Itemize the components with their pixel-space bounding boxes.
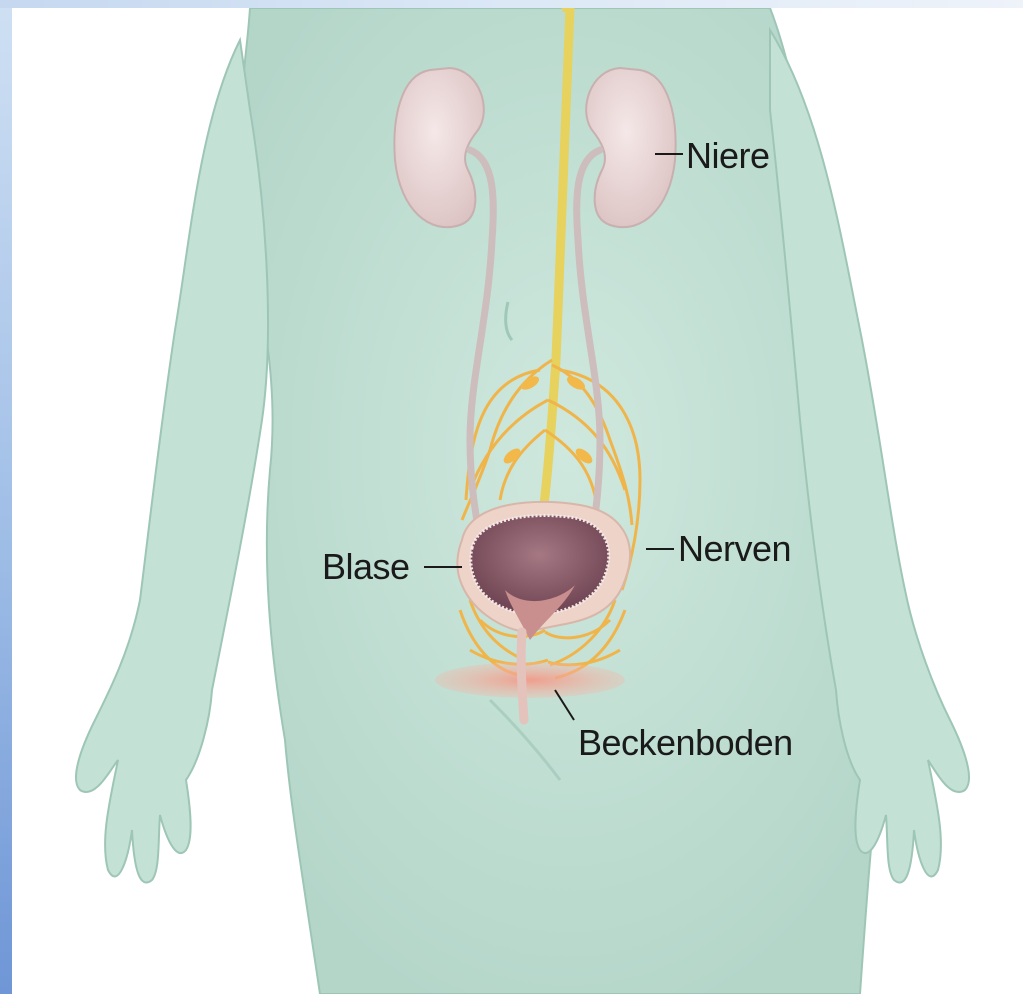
label-bladder: Blase <box>322 549 410 585</box>
left-frame-bar <box>0 0 12 994</box>
label-kidney: Niere <box>686 138 770 174</box>
bladder-lumen <box>471 516 609 615</box>
label-nerves: Nerven <box>678 531 791 567</box>
top-frame-bar <box>0 0 1023 8</box>
body-diagram-svg <box>12 8 1023 994</box>
anatomy-illustration <box>12 8 1023 994</box>
pelvic-floor <box>435 662 625 698</box>
label-pelvic-floor: Beckenboden <box>578 725 793 761</box>
urethra <box>521 632 524 720</box>
left-arm <box>76 40 268 883</box>
